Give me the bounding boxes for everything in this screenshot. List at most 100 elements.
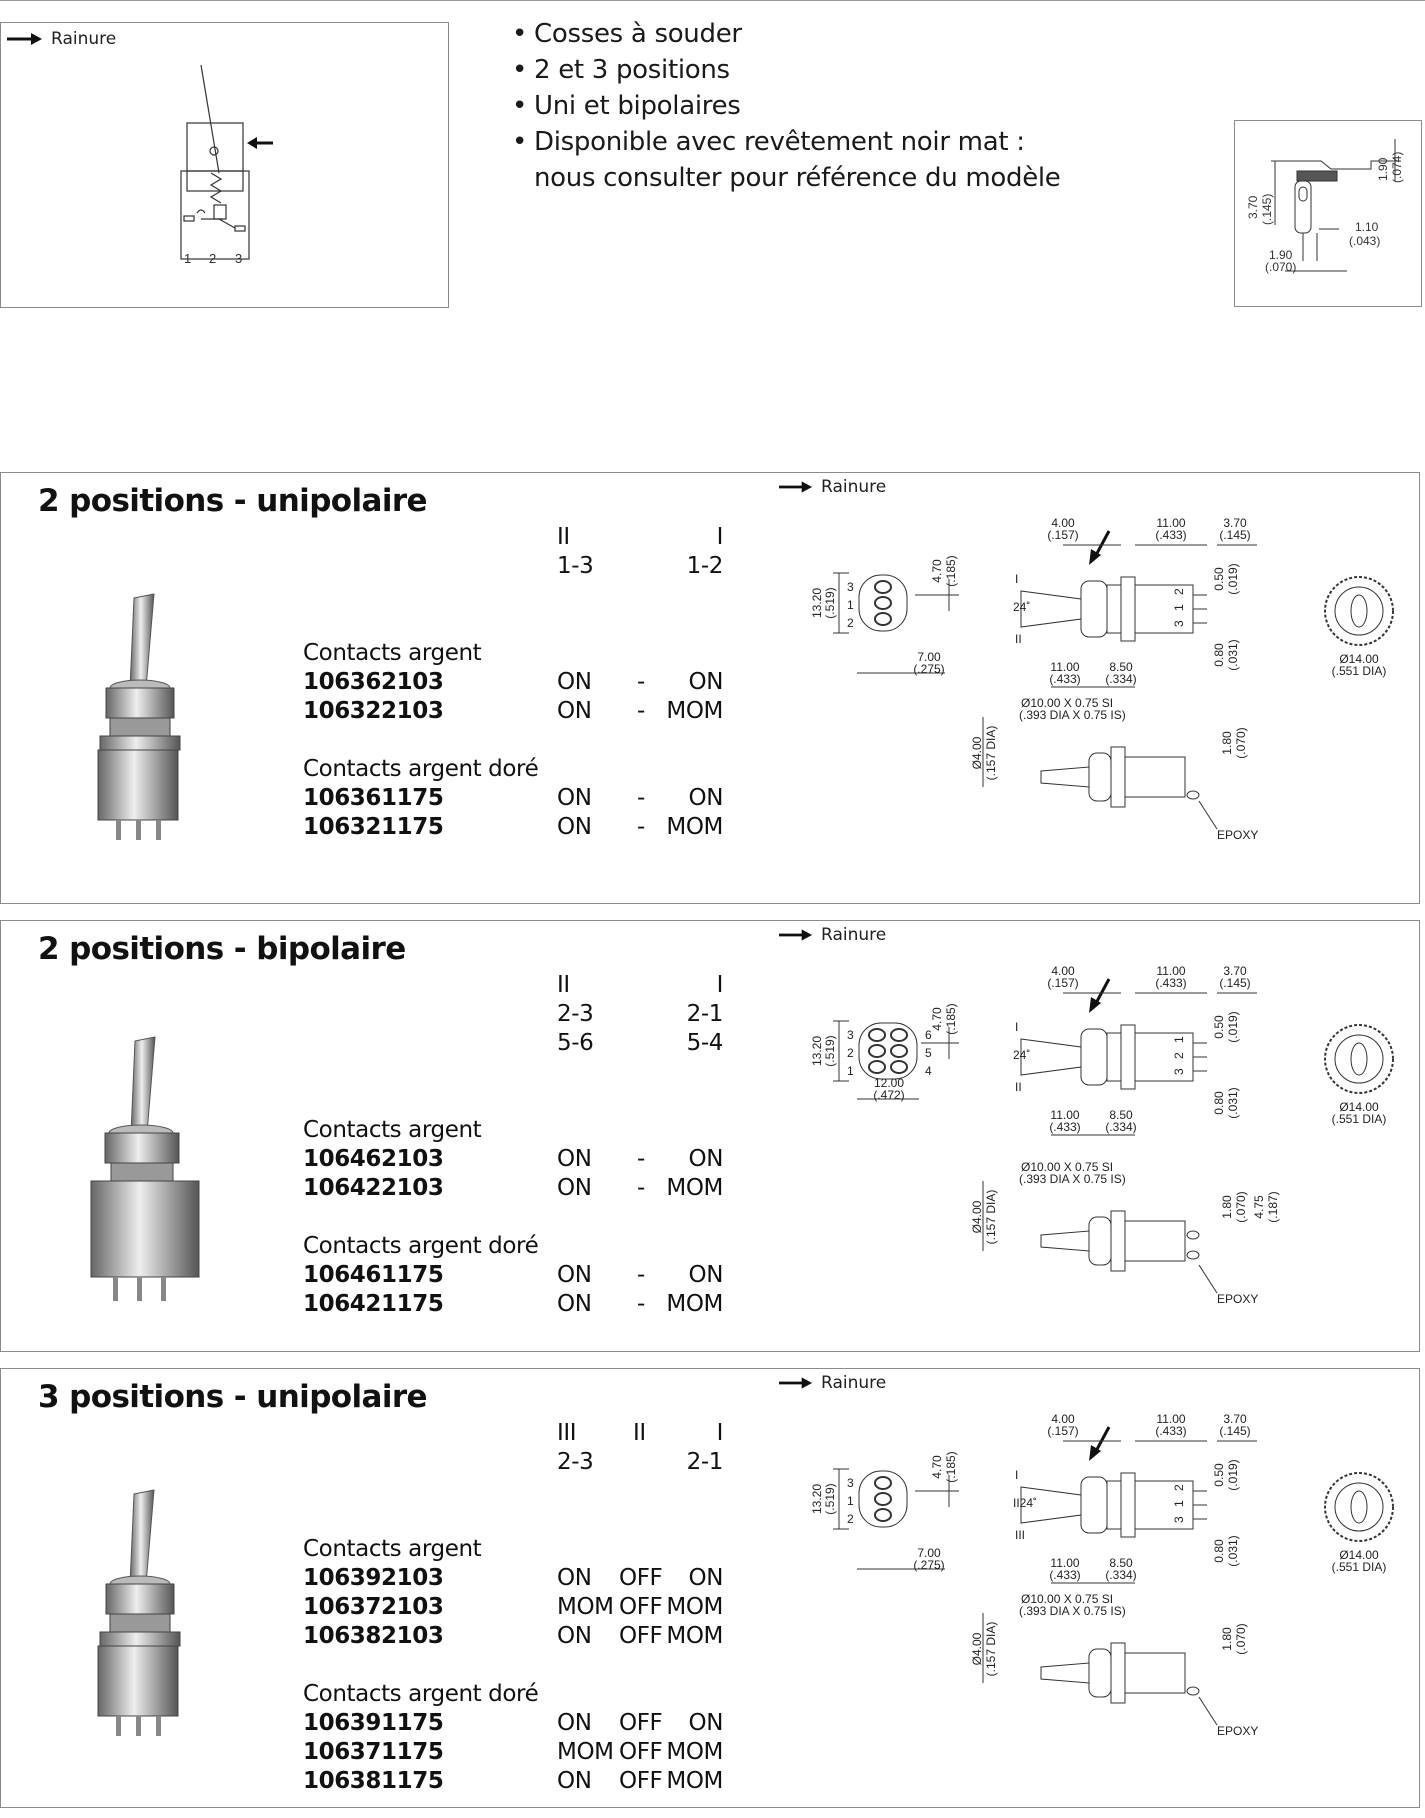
state-b: ON xyxy=(688,1146,723,1172)
part-number: 106381175 xyxy=(303,1768,444,1794)
dim-label: 1 xyxy=(1172,604,1186,611)
part-number: 106371175 xyxy=(303,1739,444,1765)
dim-label: (.433) xyxy=(1155,976,1186,990)
position-label: II xyxy=(633,1420,646,1446)
group-label-row: Contacts argent doré xyxy=(303,1680,723,1709)
front-view xyxy=(858,1470,908,1528)
state-sep: OFF xyxy=(619,1710,663,1736)
dim-label: 1.80 xyxy=(1220,1627,1234,1651)
dim-label: (.551 DIA) xyxy=(1332,664,1387,678)
lever-top xyxy=(1350,594,1368,628)
dim-label: (.031) xyxy=(1226,1087,1240,1118)
part-number: 106422103 xyxy=(303,1175,444,1201)
dim-label: 4.70 xyxy=(930,1455,944,1479)
circuit-row: 5-6 5-4 xyxy=(303,1029,723,1058)
dim-label: 24˚ xyxy=(1013,600,1030,614)
state-a: ON xyxy=(557,1623,592,1649)
rainure-arrow xyxy=(1093,1426,1111,1454)
state-b: MOM xyxy=(666,1175,723,1201)
dim-label: (.519) xyxy=(823,1483,837,1514)
dim-label: 2 xyxy=(1172,1052,1186,1059)
rainure-legend: Rainure xyxy=(779,1373,886,1393)
rainure-arrow-head xyxy=(1089,997,1101,1013)
state-sep: - xyxy=(637,1291,645,1317)
arrow-right-icon xyxy=(779,929,813,941)
dim-label: Ø4.00 xyxy=(970,736,984,769)
state-a: ON xyxy=(557,1291,592,1317)
dimension-drawing: 31213.20(.519)4.70(.185)7.00(.275)312I24… xyxy=(810,516,1394,842)
dim-label: (.145) xyxy=(1219,976,1250,990)
dim-label: I xyxy=(1015,1468,1018,1482)
dim-label: 7.00 xyxy=(917,650,941,664)
contact xyxy=(868,1060,886,1074)
position-row: II I xyxy=(303,971,723,1000)
dim-text: 3.70 xyxy=(1246,195,1260,219)
state-sep: - xyxy=(637,669,645,695)
dim-label: 3.70 xyxy=(1223,516,1247,530)
switch-schematic: 1 2 3 xyxy=(180,64,273,266)
dim-label: (.275) xyxy=(913,662,944,676)
spec-table: II I 2-3 2-1 5-6 5-4 Contacts argent 106… xyxy=(303,971,723,1319)
circuit-label: 2-1 xyxy=(686,1449,724,1475)
dim-label: (.433) xyxy=(1155,528,1186,542)
contact xyxy=(868,1028,886,1042)
dim-line xyxy=(1198,800,1218,830)
state-a: MOM xyxy=(557,1594,614,1620)
dim-label: (.031) xyxy=(1226,639,1240,670)
dim-label: 3.70 xyxy=(1223,1412,1247,1426)
group-label-row: Contacts argent xyxy=(303,1116,723,1145)
top-rule xyxy=(0,0,1425,1)
dim-label: 1 xyxy=(847,1494,854,1508)
body-ring xyxy=(1120,576,1136,642)
dim-label: Ø10.00 X 0.75 SI xyxy=(1021,1592,1113,1606)
dim-label: 4.75 xyxy=(1252,1195,1266,1219)
state-a: ON xyxy=(557,1710,592,1736)
dim-label: EPOXY xyxy=(1217,828,1258,842)
front-view xyxy=(858,574,908,632)
dimension-drawing: 31213.20(.519)4.70(.185)7.00(.275)312III… xyxy=(810,1412,1394,1738)
state-sep: - xyxy=(637,1146,645,1172)
dim-line xyxy=(1198,1696,1218,1726)
bushing xyxy=(1088,1648,1112,1698)
position-label: II xyxy=(557,972,570,998)
pin-number: 3 xyxy=(235,251,242,266)
part-number: 106382103 xyxy=(303,1623,444,1649)
dim-label: 24˚ xyxy=(1013,1048,1030,1062)
group-label: Contacts argent xyxy=(303,1536,482,1562)
dim-label: 0.50 xyxy=(1212,1463,1226,1487)
lever xyxy=(1040,766,1090,788)
dim-label: 4.00 xyxy=(1051,1412,1075,1426)
group-label: Contacts argent xyxy=(303,640,482,666)
dim-label: (.145) xyxy=(1219,528,1250,542)
nut-outline xyxy=(1324,1472,1394,1542)
dim-label: (.551 DIA) xyxy=(1332,1560,1387,1574)
dim-label: Ø10.00 X 0.75 SI xyxy=(1021,1160,1113,1174)
dim-text: 1.10 xyxy=(1355,220,1379,234)
spec-table: III II I 2-3 2-1 Contacts argent 1063921… xyxy=(303,1419,723,1796)
dim-label: 1.80 xyxy=(1220,1195,1234,1219)
position-row: III II I xyxy=(303,1419,723,1448)
circuit-row: 1-3 1-2 xyxy=(303,552,723,581)
dim-label: (.519) xyxy=(823,1035,837,1066)
circuit-label: 2-1 xyxy=(686,1001,724,1027)
pin xyxy=(1186,1250,1200,1260)
dim-label: 1 xyxy=(1172,1036,1186,1043)
feature-item: Disponible avec revêtement noir mat : xyxy=(512,124,1061,160)
dim-label: (.070) xyxy=(1234,1623,1248,1654)
rainure-arrow xyxy=(1093,978,1111,1006)
position-label: II xyxy=(557,524,570,550)
section-3pos-unipolar: 3 positions - unipolaire Rainure III II … xyxy=(0,1368,1420,1808)
dim-label: 13.20 xyxy=(810,1036,824,1066)
pin xyxy=(1186,1686,1200,1696)
group-label: Contacts argent xyxy=(303,1117,482,1143)
body-ring xyxy=(1110,1210,1126,1272)
dim-label: 8.50 xyxy=(1109,1556,1133,1570)
